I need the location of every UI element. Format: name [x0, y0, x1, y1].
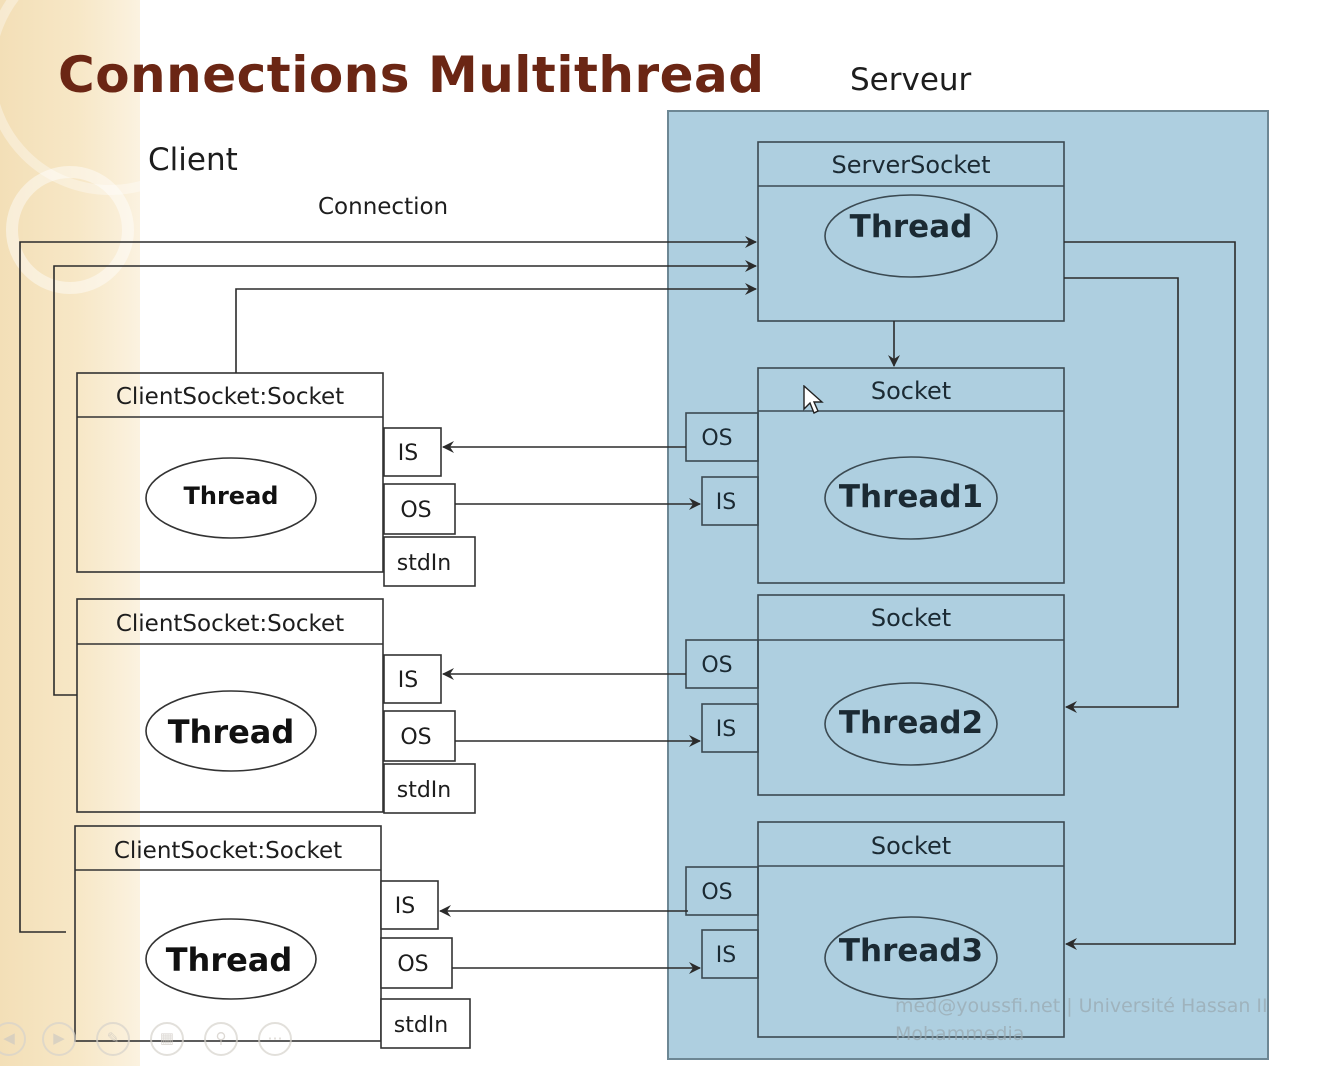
svg-text:IS: IS: [395, 894, 415, 919]
watermark-line-2: Mohammedia: [895, 1023, 1025, 1045]
client-1-is-port: [383, 427, 442, 477]
mouse-cursor-icon: [803, 385, 824, 414]
connection-line-client-3: [19, 236, 757, 933]
client-3-title: ClientSocket:Socket: [114, 838, 342, 864]
server-socket-1: Socket Thread1 OS IS: [685, 367, 1065, 584]
thread2-label: Thread2: [839, 705, 983, 741]
client-1-os-port: [383, 483, 456, 535]
thread1-ellipse: [824, 456, 998, 540]
thread1-label: Thread1: [839, 479, 983, 515]
client-1-thread-ellipse: [145, 457, 317, 539]
svg-text:IS: IS: [398, 668, 418, 693]
client-2-is-port: [383, 654, 442, 704]
socket-1-title: Socket: [871, 377, 951, 405]
socket-2-title: Socket: [871, 604, 951, 632]
client-1-thread-label: Thread: [184, 482, 279, 510]
svg-text:OS: OS: [701, 880, 732, 905]
client-label: Client: [148, 142, 238, 178]
pen-icon[interactable]: ✎: [96, 1022, 130, 1056]
thread3-label: Thread3: [839, 933, 983, 969]
connection-label: Connection: [318, 194, 449, 220]
client-3-thread-ellipse: [145, 918, 317, 1000]
client-2-title: ClientSocket:Socket: [116, 611, 344, 637]
connection-line-client-2: [53, 260, 757, 696]
svg-text:stdIn: stdIn: [397, 778, 451, 803]
socket-3-is-port: [701, 929, 759, 979]
slide-title: Connections Multithread: [58, 46, 765, 104]
svg-text:IS: IS: [716, 943, 736, 968]
svg-text:OS: OS: [701, 426, 732, 451]
server-thread-label: Thread: [850, 209, 973, 245]
client-socket-2: ClientSocket:Socket Thread IS OS stdIn: [76, 598, 476, 814]
svg-text:IS: IS: [398, 441, 418, 466]
server-socket-title: ServerSocket: [831, 151, 990, 179]
client-socket-3: ClientSocket:Socket Thread IS OS stdIn: [74, 825, 471, 1049]
socket-1-is-port: [701, 476, 759, 526]
spawn-line-socket-3: [1064, 241, 1236, 950]
client-2-thread-ellipse: [145, 690, 317, 772]
svg-text:OS: OS: [400, 498, 431, 523]
socket-1-os-port: [685, 412, 759, 462]
svg-text:OS: OS: [400, 725, 431, 750]
svg-text:OS: OS: [701, 653, 732, 678]
zoom-icon[interactable]: ⚲: [204, 1022, 238, 1056]
play-icon[interactable]: ▶: [42, 1022, 76, 1056]
server-thread-ellipse: [824, 194, 998, 278]
server-socket-box: ServerSocket Thread: [757, 141, 1065, 322]
watermark: med@youssfi.net | Université Hassan II M…: [895, 992, 1285, 1048]
client-3-stdin-port: [380, 998, 471, 1049]
svg-text:stdIn: stdIn: [397, 551, 451, 576]
server-socket-2: Socket Thread2 OS IS: [685, 594, 1065, 796]
socket-2-is-port: [701, 703, 759, 753]
watermark-line-1: med@youssfi.net | Université Hassan II: [895, 995, 1268, 1017]
svg-text:stdIn: stdIn: [394, 1013, 448, 1038]
server-container: [667, 110, 1269, 1060]
server-socket-3: Socket Thread3 OS IS: [685, 821, 1065, 1038]
svg-text:IS: IS: [716, 717, 736, 742]
client-3-thread-label: Thread: [166, 941, 293, 979]
client-socket-1: ClientSocket:Socket Thread IS OS stdIn: [76, 372, 476, 587]
socket-3-os-port: [685, 866, 759, 916]
svg-text:IS: IS: [716, 490, 736, 515]
client-1-title: ClientSocket:Socket: [116, 384, 344, 410]
spawn-line-socket-2: [1064, 277, 1179, 713]
client-2-thread-label: Thread: [168, 713, 295, 751]
thread2-ellipse: [824, 682, 998, 766]
server-label: Serveur: [850, 62, 972, 98]
connection-line-client-1: [235, 283, 757, 373]
decorative-rings: [0, 0, 220, 294]
prev-icon[interactable]: ◀: [0, 1022, 26, 1056]
client-3-is-port: [380, 880, 439, 930]
svg-text:OS: OS: [397, 952, 428, 977]
client-1-stdin-port: [383, 536, 476, 587]
client-2-os-port: [383, 710, 456, 762]
client-2-stdin-port: [383, 763, 476, 814]
client-3-os-port: [380, 937, 453, 989]
slides-icon[interactable]: ▦: [150, 1022, 184, 1056]
thread3-ellipse: [824, 916, 998, 1000]
slide-side-decoration: [0, 0, 140, 1066]
more-icon[interactable]: ⋯: [258, 1022, 292, 1056]
socket-3-title: Socket: [871, 832, 951, 860]
socket-2-os-port: [685, 639, 759, 689]
